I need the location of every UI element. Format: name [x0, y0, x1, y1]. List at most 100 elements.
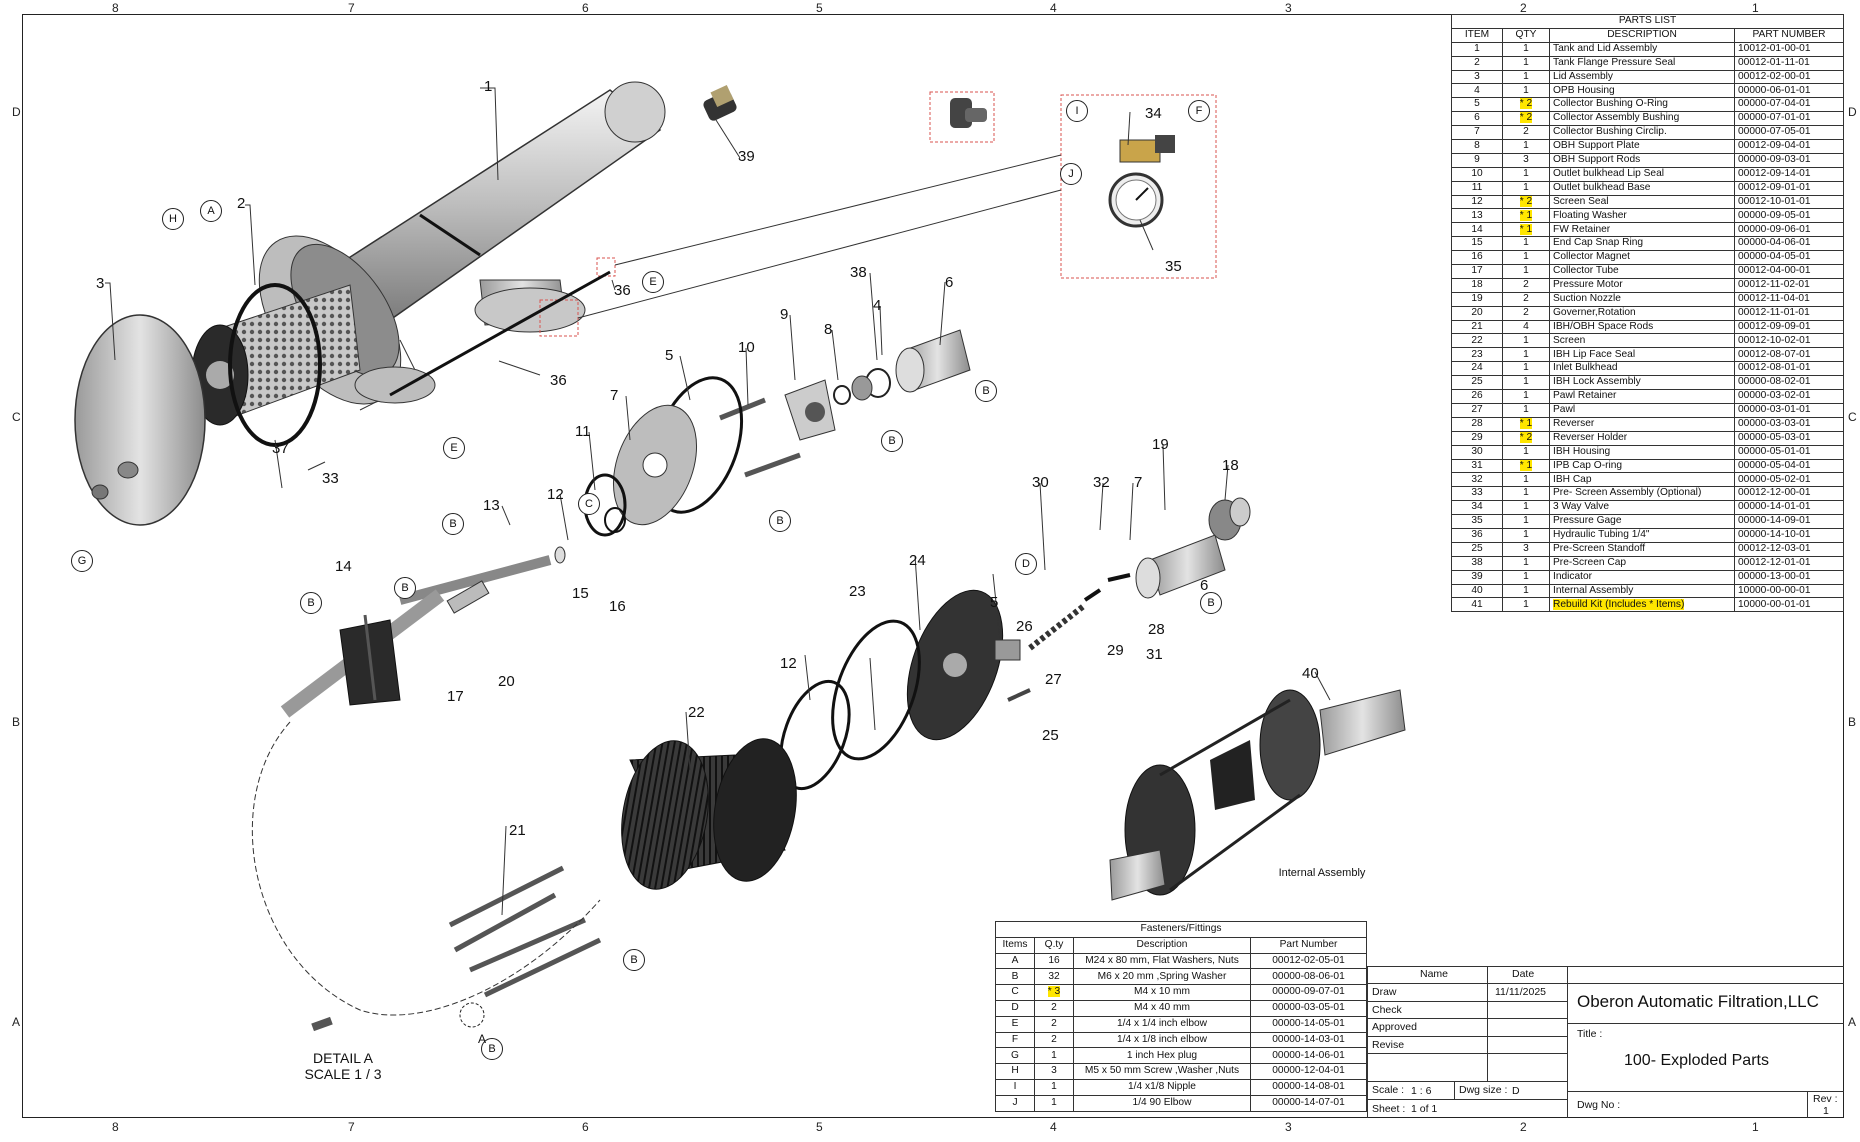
zone-column-label: 7 — [348, 1120, 355, 1134]
title-block: Name Date Draw 11/11/2025 Check Approved… — [1367, 966, 1844, 1118]
fastener-callout-circle: B — [394, 577, 416, 599]
fasteners-qty: 1 — [1051, 1049, 1057, 1061]
parts-list-description: Collector Bushing Circlip. — [1553, 126, 1667, 138]
lid-assembly — [74, 314, 206, 526]
fastener-callout-circle: J — [1060, 163, 1082, 185]
parts-list-item: 15 — [1471, 237, 1483, 249]
parts-list-description: Suction Nozzle — [1553, 292, 1621, 304]
zone-row-label: C — [1848, 410, 1857, 424]
fasteners-description: 1 inch Hex plug — [1126, 1049, 1198, 1061]
fasteners-qty: 2 — [1051, 1033, 1057, 1045]
zone-column-label: 6 — [582, 1120, 589, 1134]
scale-label: Scale : — [1372, 1084, 1405, 1096]
parts-list-part-number: 00012-11-02-01 — [1738, 279, 1810, 291]
dwg-size-value: D — [1512, 1085, 1520, 1097]
fasteners-item: G — [1011, 1049, 1019, 1061]
parts-list-description: Pawl — [1553, 404, 1576, 416]
part-callout: 23 — [849, 583, 866, 600]
fasteners-header-part-number: Part Number — [1250, 936, 1367, 954]
fasteners-item: B — [1011, 970, 1019, 982]
parts-list-description: Outlet bulkhead Lip Seal — [1553, 167, 1665, 179]
detail-a-scale: SCALE 1 / 3 — [304, 1066, 382, 1082]
parts-list-item: 30 — [1471, 445, 1483, 457]
part-callout: 10 — [738, 339, 755, 356]
parts-list-description: Pre- Screen Assembly (Optional) — [1553, 487, 1702, 499]
parts-list-description: Collector Bushing O-Ring — [1553, 98, 1668, 110]
drawing-title: 100- Exploded Parts — [1624, 1052, 1769, 1069]
parts-list-qty: 1 — [1523, 515, 1529, 527]
fasteners-part-number: 00000-14-05-01 — [1272, 1017, 1345, 1029]
parts-list-part-number: 00000-04-06-01 — [1738, 237, 1811, 249]
zone-column-label: 8 — [112, 1, 119, 15]
pressure-gage-detail — [1060, 94, 1217, 279]
part-callout: 11 — [575, 423, 591, 440]
fastener-callout-circle: B — [481, 1038, 503, 1060]
part-callout: 36 — [614, 282, 631, 299]
parts-list-description: Rebuild Kit (Includes * Items) — [1553, 598, 1685, 610]
part-callout: 29 — [1107, 642, 1124, 659]
parts-list-description: Tank and Lid Assembly — [1553, 42, 1658, 54]
parts-list-part-number: 00012-09-14-01 — [1738, 167, 1811, 179]
rev-label: Rev : — [1813, 1093, 1838, 1105]
part-callout: 19 — [1152, 436, 1169, 453]
parts-list-qty: 1 — [1523, 487, 1529, 499]
scale-value: 1 : 6 — [1411, 1085, 1432, 1097]
parts-list-item: 17 — [1471, 265, 1483, 277]
zone-column-label: 2 — [1520, 1120, 1527, 1134]
parts-list-qty: 2 — [1523, 306, 1529, 318]
title-block-check-label: Check — [1372, 1004, 1402, 1016]
parts-list-item: 22 — [1471, 334, 1483, 346]
parts-list-qty: * 2 — [1519, 431, 1533, 443]
parts-list-item: 1 — [1474, 42, 1480, 54]
part-callout: 7 — [610, 387, 619, 404]
part-callout: 18 — [1222, 457, 1239, 474]
parts-list-item: 9 — [1474, 154, 1480, 166]
parts-list-description: FW Retainer — [1553, 223, 1611, 235]
leader-lines — [105, 87, 1331, 916]
parts-list-qty: 1 — [1523, 265, 1529, 277]
fasteners-part-number: 00000-14-06-01 — [1272, 1049, 1345, 1061]
fasteners-description: 1/4 x 1/8 inch elbow — [1116, 1033, 1208, 1045]
parts-list-header-item: ITEM — [1451, 27, 1503, 43]
part-callout: 14 — [335, 558, 352, 575]
parts-list-description: 3 Way Valve — [1553, 501, 1610, 513]
part-callout: 33 — [322, 470, 339, 487]
parts-list-description: IBH/OBH Space Rods — [1553, 320, 1654, 332]
fasteners-item: D — [1011, 1002, 1019, 1014]
parts-list-item: 27 — [1471, 404, 1483, 416]
part-callout: 31 — [1146, 646, 1163, 663]
fasteners-qty: 1 — [1051, 1081, 1057, 1093]
parts-list-description: End Cap Snap Ring — [1553, 237, 1644, 249]
parts-list-part-number: 00012-01-11-01 — [1738, 56, 1810, 68]
parts-list-description: Tank Flange Pressure Seal — [1553, 56, 1676, 68]
parts-list-qty: 2 — [1523, 292, 1529, 304]
zone-column-label: 6 — [582, 1, 589, 15]
parts-list-qty: * 1 — [1519, 223, 1533, 235]
fasteners-description: 1/4 x1/8 Nipple — [1128, 1081, 1196, 1093]
fasteners-item: E — [1011, 1017, 1019, 1029]
parts-list-item: 28 — [1471, 417, 1483, 429]
parts-list-item: 20 — [1471, 306, 1483, 318]
parts-list-qty: 3 — [1523, 542, 1529, 554]
part-callout: 5 — [990, 594, 999, 611]
parts-list-qty: 1 — [1523, 334, 1529, 346]
fasteners-description: M24 x 80 mm, Flat Washers, Nuts — [1085, 954, 1239, 966]
dwg-no-label: Dwg No : — [1577, 1099, 1621, 1111]
internal-assembly — [1109, 689, 1406, 901]
parts-list-part-number: 00000-06-01-01 — [1738, 84, 1811, 96]
part-callout: 3 — [96, 275, 105, 292]
parts-list-item: 14 — [1471, 223, 1483, 235]
parts-list-qty: 1 — [1523, 237, 1529, 249]
